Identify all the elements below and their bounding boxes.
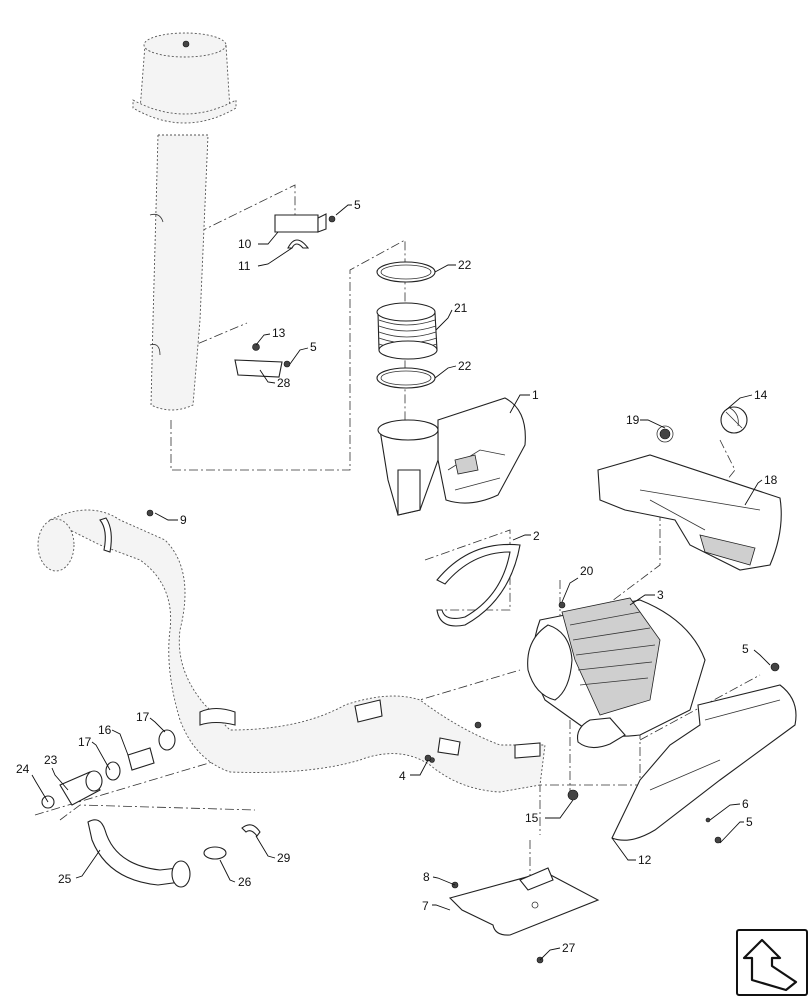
bracket-28	[234, 343, 291, 378]
air-cleaner-3	[527, 597, 706, 749]
callout-2: 2	[533, 529, 540, 543]
intake-stack	[132, 32, 237, 411]
seal-2	[436, 543, 521, 627]
callout-21: 21	[454, 301, 468, 315]
plate-7	[448, 867, 600, 964]
clip-11	[287, 239, 310, 249]
clamp-22-upper	[376, 261, 436, 283]
callout-1: 1	[532, 388, 539, 402]
callout-17b: 17	[136, 710, 150, 724]
callout-17a: 17	[78, 735, 92, 749]
clamp-22-lower	[376, 367, 436, 389]
callout-7: 7	[422, 899, 429, 913]
callout-labels: 1 2 3 4 5 5 5 5 6 7 8 9 10 11 12 13 14 1…	[16, 198, 778, 955]
callout-23: 23	[44, 753, 58, 767]
callout-13: 13	[272, 326, 286, 340]
callout-10: 10	[238, 237, 252, 251]
callout-4: 4	[399, 769, 406, 783]
callout-18: 18	[764, 473, 778, 487]
callout-27: 27	[562, 941, 576, 955]
callout-22b: 22	[458, 359, 472, 373]
bracket-10	[274, 213, 336, 233]
cover-18	[597, 425, 782, 571]
small-parts	[41, 729, 579, 888]
callout-24: 24	[16, 762, 30, 776]
cap-14	[720, 406, 748, 434]
callout-9: 9	[180, 513, 187, 527]
callout-11: 11	[238, 259, 251, 273]
callout-6: 6	[742, 797, 749, 811]
callout-25: 25	[58, 872, 72, 886]
callout-26: 26	[238, 875, 252, 889]
return-arrow-icon[interactable]	[736, 929, 808, 996]
callout-12: 12	[638, 853, 652, 867]
callout-16: 16	[98, 723, 112, 737]
intake-hose	[37, 509, 546, 793]
bellows-21	[376, 302, 438, 360]
callout-5a: 5	[354, 198, 361, 212]
callout-5c: 5	[742, 642, 749, 656]
callout-20: 20	[580, 564, 594, 578]
callout-3: 3	[657, 588, 664, 602]
callout-29: 29	[277, 851, 291, 865]
callout-8: 8	[423, 870, 430, 884]
callout-28: 28	[277, 376, 291, 390]
callout-14: 14	[754, 388, 768, 402]
leader-lines	[31, 204, 771, 961]
callout-5d: 5	[746, 815, 753, 829]
housing-1	[377, 397, 526, 516]
callout-5b: 5	[310, 340, 317, 354]
callout-19: 19	[626, 413, 640, 427]
callout-22a: 22	[458, 258, 472, 272]
callout-15: 15	[525, 811, 539, 825]
